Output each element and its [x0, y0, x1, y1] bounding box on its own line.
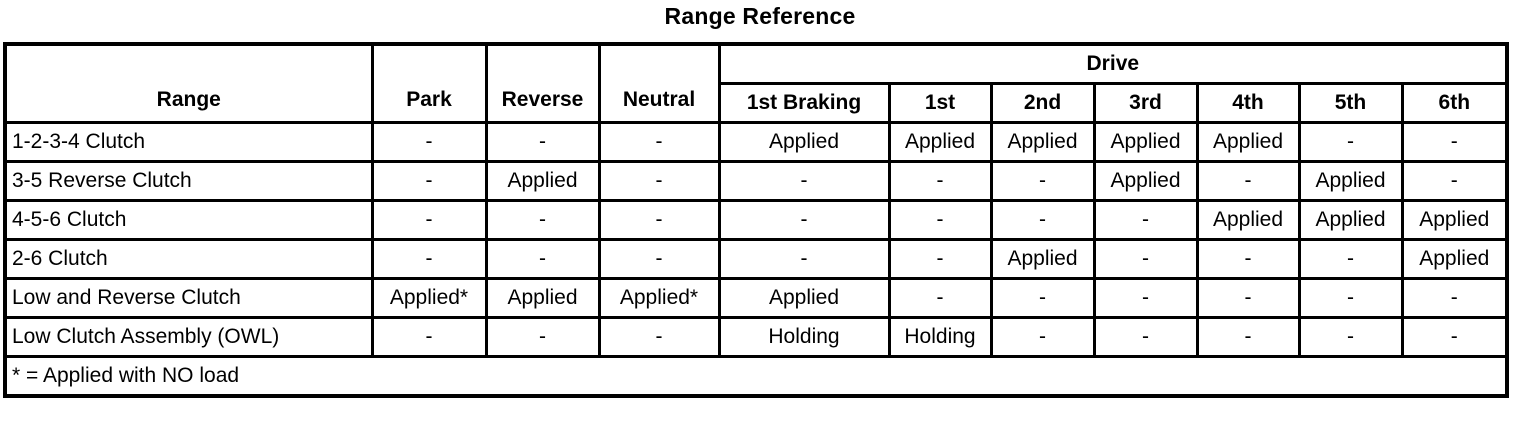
- clutch-state-cell: -: [1092, 276, 1199, 319]
- clutch-state-cell: Applied: [1195, 198, 1301, 241]
- clutch-state-cell: -: [1092, 315, 1199, 358]
- clutch-state-cell: -: [717, 159, 891, 202]
- clutch-state-cell: -: [370, 120, 488, 163]
- clutch-state-cell: -: [370, 315, 488, 358]
- header-row-top: Range Park Reverse Neutral Drive: [3, 42, 1509, 124]
- clutch-state-cell: -: [1400, 315, 1509, 358]
- clutch-state-cell: -: [989, 159, 1096, 202]
- clutch-state-cell: -: [989, 315, 1096, 358]
- clutch-state-cell: Applied: [717, 276, 891, 319]
- clutch-state-cell: -: [1195, 315, 1301, 358]
- clutch-state-cell: Holding: [887, 315, 993, 358]
- range-reference-table: Range Park Reverse Neutral Drive 1st Bra…: [3, 42, 1510, 398]
- table-row: 3-5 Reverse Clutch-Applied----Applied-Ap…: [3, 159, 1509, 202]
- clutch-state-cell: -: [887, 159, 993, 202]
- clutch-state-cell: -: [1297, 276, 1404, 319]
- column-header-1st-braking: 1st Braking: [717, 81, 891, 124]
- column-header-4th: 4th: [1195, 81, 1301, 124]
- page-title: Range Reference: [664, 3, 856, 29]
- clutch-state-cell: -: [484, 120, 601, 163]
- clutch-state-cell: -: [887, 276, 993, 319]
- clutch-state-cell: -: [1400, 276, 1509, 319]
- column-header-drive: Drive: [717, 42, 1509, 84]
- clutch-state-cell: -: [370, 159, 488, 202]
- clutch-state-cell: Applied: [1092, 159, 1199, 202]
- clutch-state-cell: Applied: [1400, 198, 1509, 241]
- clutch-state-cell: Applied: [1195, 120, 1301, 163]
- column-header-5th: 5th: [1297, 81, 1404, 124]
- clutch-state-cell: -: [1297, 315, 1404, 358]
- clutch-state-cell: -: [597, 198, 721, 241]
- clutch-state-cell: -: [1092, 237, 1199, 280]
- clutch-state-cell: Applied: [1092, 120, 1199, 163]
- row-label: 4-5-6 Clutch: [3, 198, 374, 241]
- column-header-6th: 6th: [1400, 81, 1509, 124]
- column-header-1st: 1st: [887, 81, 993, 124]
- clutch-state-cell: -: [484, 198, 601, 241]
- clutch-state-cell: Applied: [484, 276, 601, 319]
- clutch-state-cell: -: [887, 198, 993, 241]
- clutch-state-cell: -: [1195, 237, 1301, 280]
- clutch-state-cell: -: [597, 237, 721, 280]
- row-label: 1-2-3-4 Clutch: [3, 120, 374, 163]
- table-footer: * = Applied with NO load: [3, 354, 1509, 398]
- column-header-reverse: Reverse: [484, 42, 601, 124]
- clutch-state-cell: -: [1092, 198, 1199, 241]
- clutch-state-cell: Applied: [989, 120, 1096, 163]
- clutch-state-cell: -: [597, 315, 721, 358]
- column-header-neutral: Neutral: [597, 42, 721, 124]
- clutch-state-cell: -: [597, 120, 721, 163]
- row-label: 3-5 Reverse Clutch: [3, 159, 374, 202]
- clutch-state-cell: Applied*: [597, 276, 721, 319]
- column-header-range: Range: [3, 42, 374, 124]
- clutch-state-cell: Applied*: [370, 276, 488, 319]
- row-label: Low Clutch Assembly (OWL): [3, 315, 374, 358]
- column-header-park: Park: [370, 42, 488, 124]
- clutch-state-cell: -: [1400, 120, 1509, 163]
- clutch-state-cell: -: [989, 198, 1096, 241]
- clutch-state-cell: -: [1195, 276, 1301, 319]
- clutch-state-cell: -: [717, 237, 891, 280]
- clutch-state-cell: -: [989, 276, 1096, 319]
- footnote: * = Applied with NO load: [3, 354, 1509, 398]
- clutch-state-cell: -: [370, 198, 488, 241]
- table-header: Range Park Reverse Neutral Drive 1st Bra…: [3, 42, 1509, 124]
- clutch-state-cell: -: [1297, 237, 1404, 280]
- clutch-state-cell: -: [887, 237, 993, 280]
- clutch-state-cell: -: [1297, 120, 1404, 163]
- clutch-state-cell: -: [597, 159, 721, 202]
- column-header-2nd: 2nd: [989, 81, 1096, 124]
- row-label: 2-6 Clutch: [3, 237, 374, 280]
- column-header-3rd: 3rd: [1092, 81, 1199, 124]
- clutch-state-cell: Applied: [989, 237, 1096, 280]
- row-label: Low and Reverse Clutch: [3, 276, 374, 319]
- header-row-drive-sub: 1st Braking 1st 2nd 3rd 4th 5th 6th: [5, 81, 1509, 124]
- clutch-state-cell: -: [370, 237, 488, 280]
- clutch-state-cell: -: [1400, 159, 1509, 202]
- clutch-state-cell: Holding: [717, 315, 891, 358]
- clutch-state-cell: -: [1195, 159, 1301, 202]
- clutch-state-cell: Applied: [1297, 159, 1404, 202]
- clutch-state-cell: Applied: [1400, 237, 1509, 280]
- clutch-state-cell: Applied: [484, 159, 601, 202]
- clutch-state-cell: -: [484, 315, 601, 358]
- table-row: 2-6 Clutch-----Applied---Applied: [3, 237, 1509, 280]
- footnote-row: * = Applied with NO load: [3, 354, 1509, 398]
- clutch-state-cell: Applied: [887, 120, 993, 163]
- clutch-state-cell: -: [717, 198, 891, 241]
- clutch-state-cell: Applied: [717, 120, 891, 163]
- clutch-state-cell: -: [484, 237, 601, 280]
- clutch-state-cell: Applied: [1297, 198, 1404, 241]
